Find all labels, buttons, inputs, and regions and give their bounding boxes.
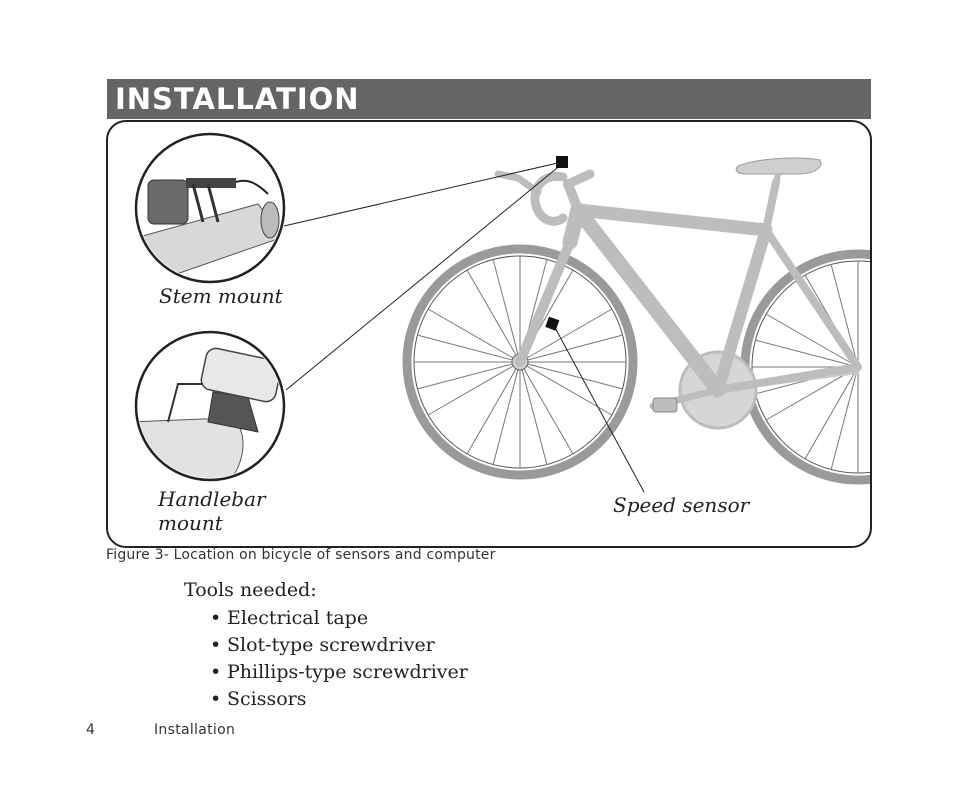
stem-mount-label: Stem mount [159, 284, 283, 308]
speed-sensor-marker [545, 316, 560, 331]
section-banner: INSTALLATION [107, 79, 871, 119]
page-title: INSTALLATION [115, 82, 360, 116]
saddle [735, 157, 822, 185]
footer-section-name: Installation [154, 722, 236, 738]
handlebar-mount-label-line2: mount [158, 511, 223, 535]
tools-list: •Electrical tape •Slot-type screwdriver … [210, 605, 468, 713]
figure-caption: Figure 3- Location on bicycle of sensors… [106, 547, 496, 563]
list-item: •Slot-type screwdriver [210, 634, 435, 656]
figure-3: Stem mount Handlebar mount Speed sensor [106, 120, 872, 548]
bicycle-illustration [134, 132, 870, 493]
tool-item-text: Slot-type screwdriver [227, 634, 435, 656]
tool-item-text: Electrical tape [227, 607, 369, 629]
handlebar-mount-inset [134, 330, 286, 482]
stem-mount-inset [134, 132, 286, 284]
list-item: •Scissors [210, 688, 307, 710]
tool-item-text: Phillips-type screwdriver [227, 661, 468, 683]
handlebar [494, 169, 595, 226]
handlebar-mount-label-line1: Handlebar [158, 487, 266, 511]
frame [515, 178, 862, 398]
list-item: •Phillips-type screwdriver [210, 661, 468, 683]
tools-heading: Tools needed: [184, 579, 317, 601]
page-number: 4 [86, 722, 95, 738]
leader-lines [283, 161, 645, 493]
list-item: •Electrical tape [210, 607, 369, 629]
speed-sensor-label: Speed sensor [613, 493, 750, 517]
computer-marker [556, 156, 568, 168]
tool-item-text: Scissors [227, 688, 307, 710]
